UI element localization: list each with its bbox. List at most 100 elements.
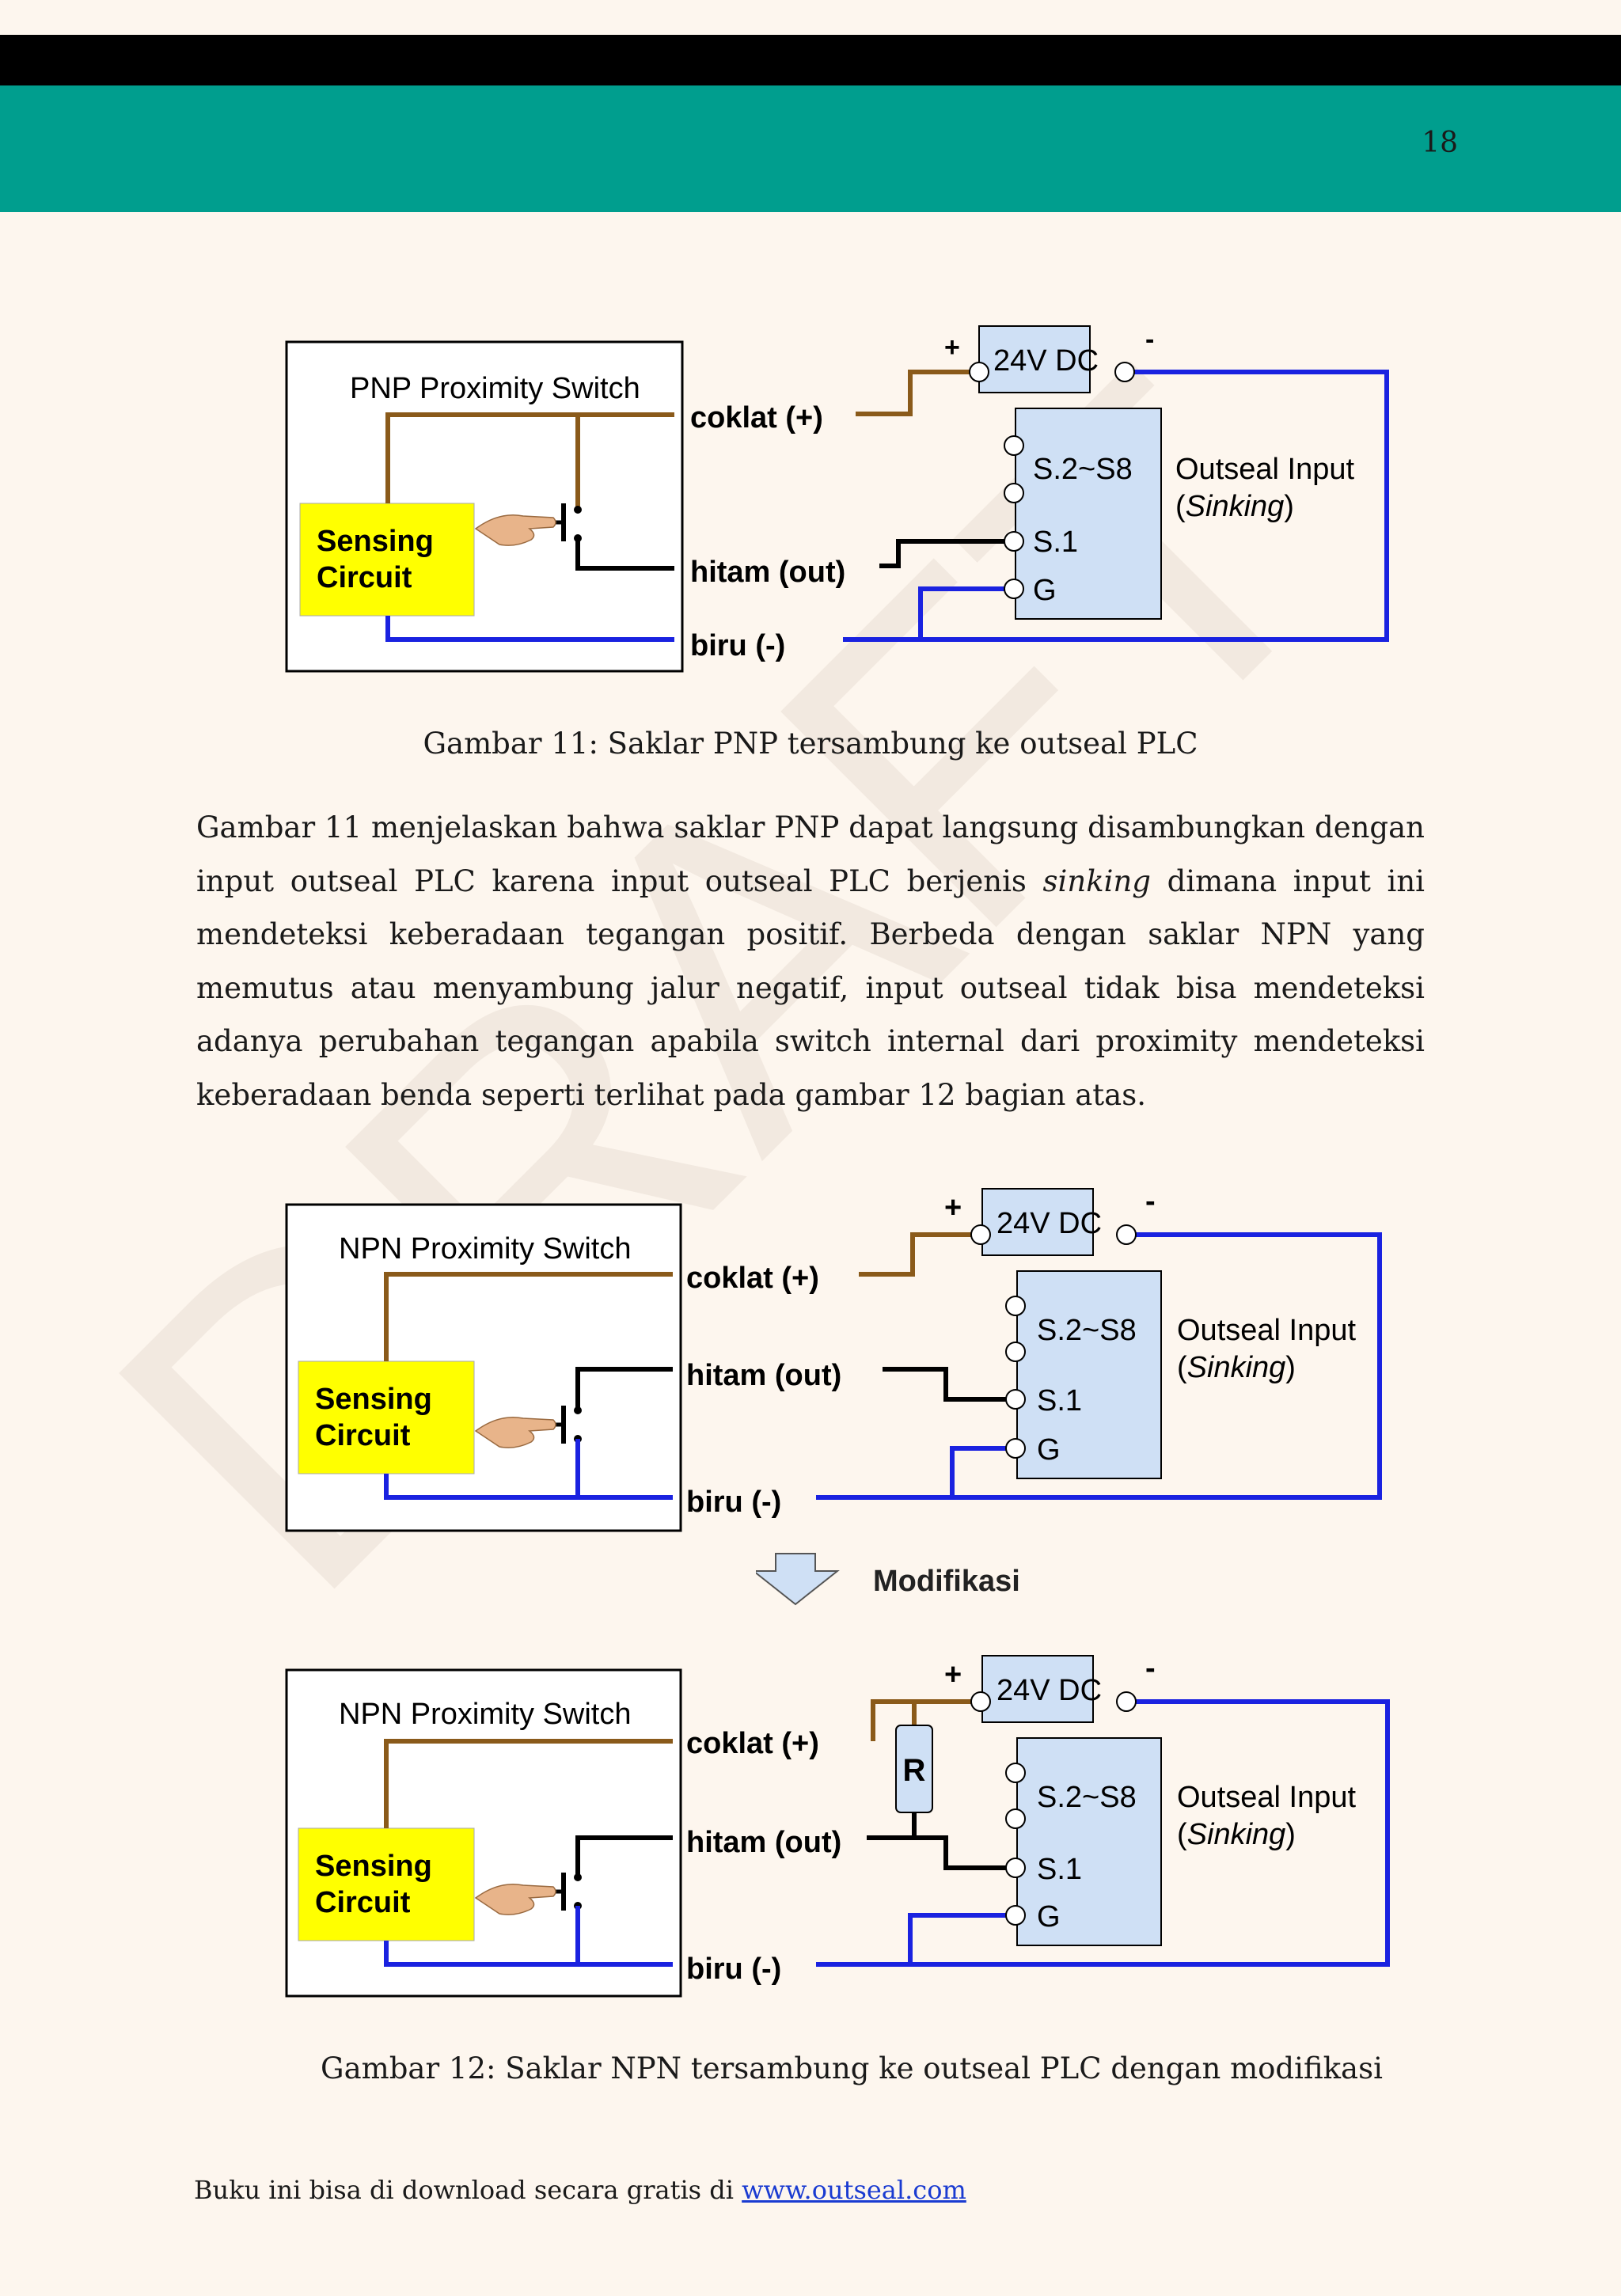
supply-plus-sign: +: [944, 1191, 962, 1224]
power-supply-label: 24V DC: [997, 1207, 1102, 1240]
figure-pnp-diagram: PNP Proximity Switch Sensing Circuit cok…: [285, 324, 1389, 673]
brown-wire-external: [859, 1232, 981, 1277]
hand-icon: [474, 514, 556, 546]
footer-text: Buku ini bisa di download secara gratis …: [194, 2175, 742, 2205]
black-wire-external: [883, 1367, 1015, 1402]
contact-dot-top: [574, 506, 582, 514]
wire-label-black: hitam (out): [686, 1826, 841, 1859]
plc-input-box: [1016, 1270, 1162, 1479]
sensing-label-2: Circuit: [317, 561, 412, 594]
supply-plus-sign: +: [944, 1658, 962, 1691]
outseal-input-label: Outseal Input: [1177, 1314, 1356, 1347]
sensing-label-1: Sensing: [315, 1850, 432, 1883]
wire-label-blue: biru (-): [686, 1953, 781, 1986]
plc-input-box: [1015, 408, 1162, 620]
sensing-label-2: Circuit: [315, 1419, 411, 1452]
blue-wire-ground: [950, 1446, 1015, 1497]
wire-label-brown: coklat (+): [690, 401, 823, 435]
blue-wire-internal: [385, 616, 674, 642]
blue-wire-external: [816, 1699, 1390, 1967]
supply-minus-sign: -: [1145, 324, 1154, 355]
terminal-label-s2s8: S.2~S8: [1033, 453, 1133, 486]
terminal-label-g: G: [1033, 574, 1057, 607]
hand-icon: [474, 1883, 556, 1915]
resistor-label: R: [903, 1753, 926, 1788]
switch-title: PNP Proximity Switch: [350, 372, 640, 405]
supply-terminal-minus: [1116, 1691, 1137, 1712]
terminal-g: [1005, 1438, 1026, 1459]
blue-wire-ground: [908, 1913, 1015, 1964]
supply-minus-sign: -: [1145, 1185, 1156, 1218]
sensing-label-1: Sensing: [317, 525, 434, 558]
terminal-label-g: G: [1037, 1900, 1061, 1934]
figure-npn-top-diagram: NPN Proximity Switch Sensing Circuit cok…: [285, 1185, 1382, 1532]
terminal-label-s2s8: S.2~S8: [1037, 1781, 1137, 1814]
sensing-circuit-box: [299, 503, 475, 617]
black-wire-internal: [575, 1835, 673, 1876]
blue-wire-external: [816, 1232, 1382, 1500]
wire-label-blue: biru (-): [686, 1486, 781, 1519]
blue-wire-external: [843, 370, 1389, 642]
footer-link[interactable]: www.outseal.com: [742, 2175, 966, 2205]
outseal-input-mode: (Sinking): [1175, 490, 1294, 523]
contact-dot-top: [574, 1873, 582, 1881]
black-wire-external: [867, 1835, 1015, 1870]
supply-terminal-plus: [970, 1691, 991, 1712]
modification-label: Modifikasi: [873, 1565, 1020, 1598]
header-teal-band: [0, 85, 1621, 212]
power-supply-box: [981, 1188, 1094, 1256]
figure1-caption: Gambar 11: Saklar PNP tersambung ke outs…: [423, 727, 1198, 761]
switch-title: NPN Proximity Switch: [339, 1698, 632, 1731]
terminal-s1: [1005, 1858, 1026, 1878]
outseal-input-label: Outseal Input: [1177, 1781, 1356, 1814]
power-supply-label: 24V DC: [993, 344, 1099, 378]
supply-minus-sign: -: [1145, 1652, 1156, 1685]
hand-icon: [474, 1416, 556, 1448]
wire-label-black: hitam (out): [686, 1359, 841, 1392]
wire-label-brown: coklat (+): [686, 1727, 819, 1760]
black-wire-internal: [575, 538, 674, 571]
power-supply-box: [978, 325, 1091, 393]
switch-title: NPN Proximity Switch: [339, 1232, 632, 1266]
power-supply-box: [981, 1655, 1094, 1723]
black-wire-internal: [575, 1367, 673, 1409]
sensing-label-2: Circuit: [315, 1886, 411, 1919]
terminal-label-s1: S.1: [1037, 1384, 1082, 1417]
terminal-s2-b: [1005, 1808, 1026, 1829]
wire-label-black: hitam (out): [690, 556, 845, 589]
supply-terminal-minus: [1114, 362, 1135, 382]
outseal-input-mode: (Sinking): [1177, 1818, 1296, 1851]
plc-input-box: [1016, 1737, 1162, 1946]
terminal-g: [1004, 579, 1024, 599]
modification-arrow-group: Modifikasi: [756, 1553, 1020, 1606]
down-arrow-icon: [756, 1553, 840, 1606]
sensing-circuit-box: [298, 1361, 475, 1474]
terminal-g: [1005, 1905, 1026, 1926]
brown-wire-internal: [384, 1739, 673, 1828]
brown-wire-internal: [384, 1272, 673, 1361]
terminal-label-g: G: [1037, 1433, 1061, 1467]
contact-dot-top: [574, 1406, 582, 1414]
terminal-label-s1: S.1: [1037, 1853, 1082, 1886]
outseal-input-label: Outseal Input: [1175, 453, 1354, 486]
figure2-caption: Gambar 12: Saklar NPN tersambung ke outs…: [321, 2051, 1383, 2085]
header-black-band: [0, 35, 1621, 85]
brown-wire-external: [856, 370, 979, 416]
black-wire-external: [879, 539, 1014, 568]
power-supply-label: 24V DC: [997, 1674, 1102, 1707]
body-paragraph: Gambar 11 menjelaskan bahwa saklar PNP d…: [196, 810, 1425, 1112]
supply-terminal-plus: [969, 362, 989, 382]
terminal-s1: [1005, 1389, 1026, 1410]
terminal-s2-a: [1004, 435, 1024, 456]
blue-wire-ground: [918, 586, 1014, 639]
terminal-label-s1: S.1: [1033, 526, 1078, 559]
footer: Buku ini bisa di download secara gratis …: [194, 2175, 966, 2205]
outseal-input-mode: (Sinking): [1177, 1351, 1296, 1384]
sensing-circuit-box: [298, 1827, 475, 1941]
terminal-s2-a: [1005, 1296, 1026, 1316]
wire-label-blue: biru (-): [690, 629, 785, 662]
page-number: 18: [1422, 127, 1458, 159]
terminal-s2-b: [1004, 483, 1024, 503]
top-margin: [0, 0, 1621, 35]
wire-label-brown: coklat (+): [686, 1262, 819, 1295]
